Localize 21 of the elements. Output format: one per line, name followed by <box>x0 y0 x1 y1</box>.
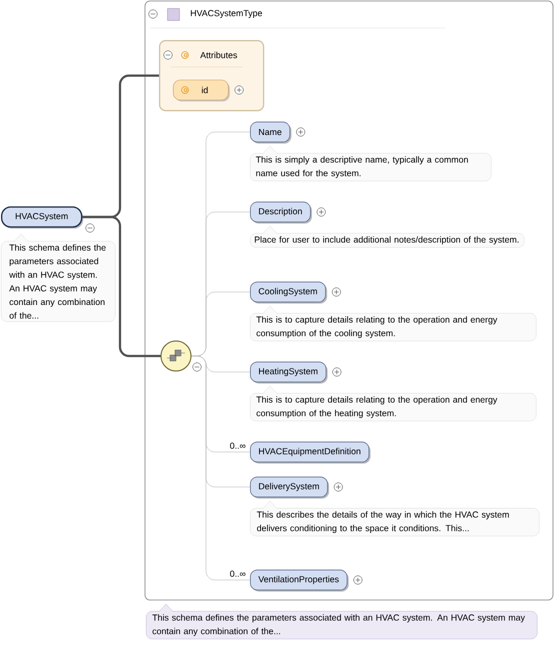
annotation-callout: This is to capture details relating to the operation and energy consumption of the cooling system. <box>250 306 536 342</box>
multiplicity-label: 0..∞ <box>230 442 246 449</box>
element-box: DeliverySystem <box>250 476 330 499</box>
element-box: Description <box>250 202 312 224</box>
element-box: CoolingSystem <box>250 282 328 304</box>
element-box: Name <box>250 122 292 144</box>
annotation-callout: This is simply a descriptive name, typically a common name used for the system. <box>250 146 492 182</box>
attribute-box: id <box>173 80 230 102</box>
sequence-compositor <box>160 340 192 372</box>
element-box: HeatingSystem <box>250 362 328 384</box>
element-box: HVACSystem <box>1 206 84 229</box>
element-box: VentilationProperties <box>250 570 349 592</box>
element-box: HVACEquipmentDefinition <box>250 442 370 464</box>
connector <box>191 356 250 580</box>
annotation-callout: Place for user to include additional notes/description of the system. <box>250 226 524 248</box>
annotation-callout: This schema defines the parameters associated with an HVAC system. An HVAC system may contain any combination of the... <box>146 604 538 640</box>
multiplicity-label: 0..∞ <box>230 570 246 577</box>
annotation-callout: This schema defines the parameters associated with an HVAC system. An HVAC system may contain any combination of the... <box>1 234 116 322</box>
annotation-callout: This is to capture details relating to the operation and energy consumption of the heating system. <box>250 386 536 422</box>
annotation-callout: This describes the details of the way in which the HVAC system delivers conditioning to the space it conditions. This... <box>250 500 540 536</box>
connector <box>82 216 160 358</box>
